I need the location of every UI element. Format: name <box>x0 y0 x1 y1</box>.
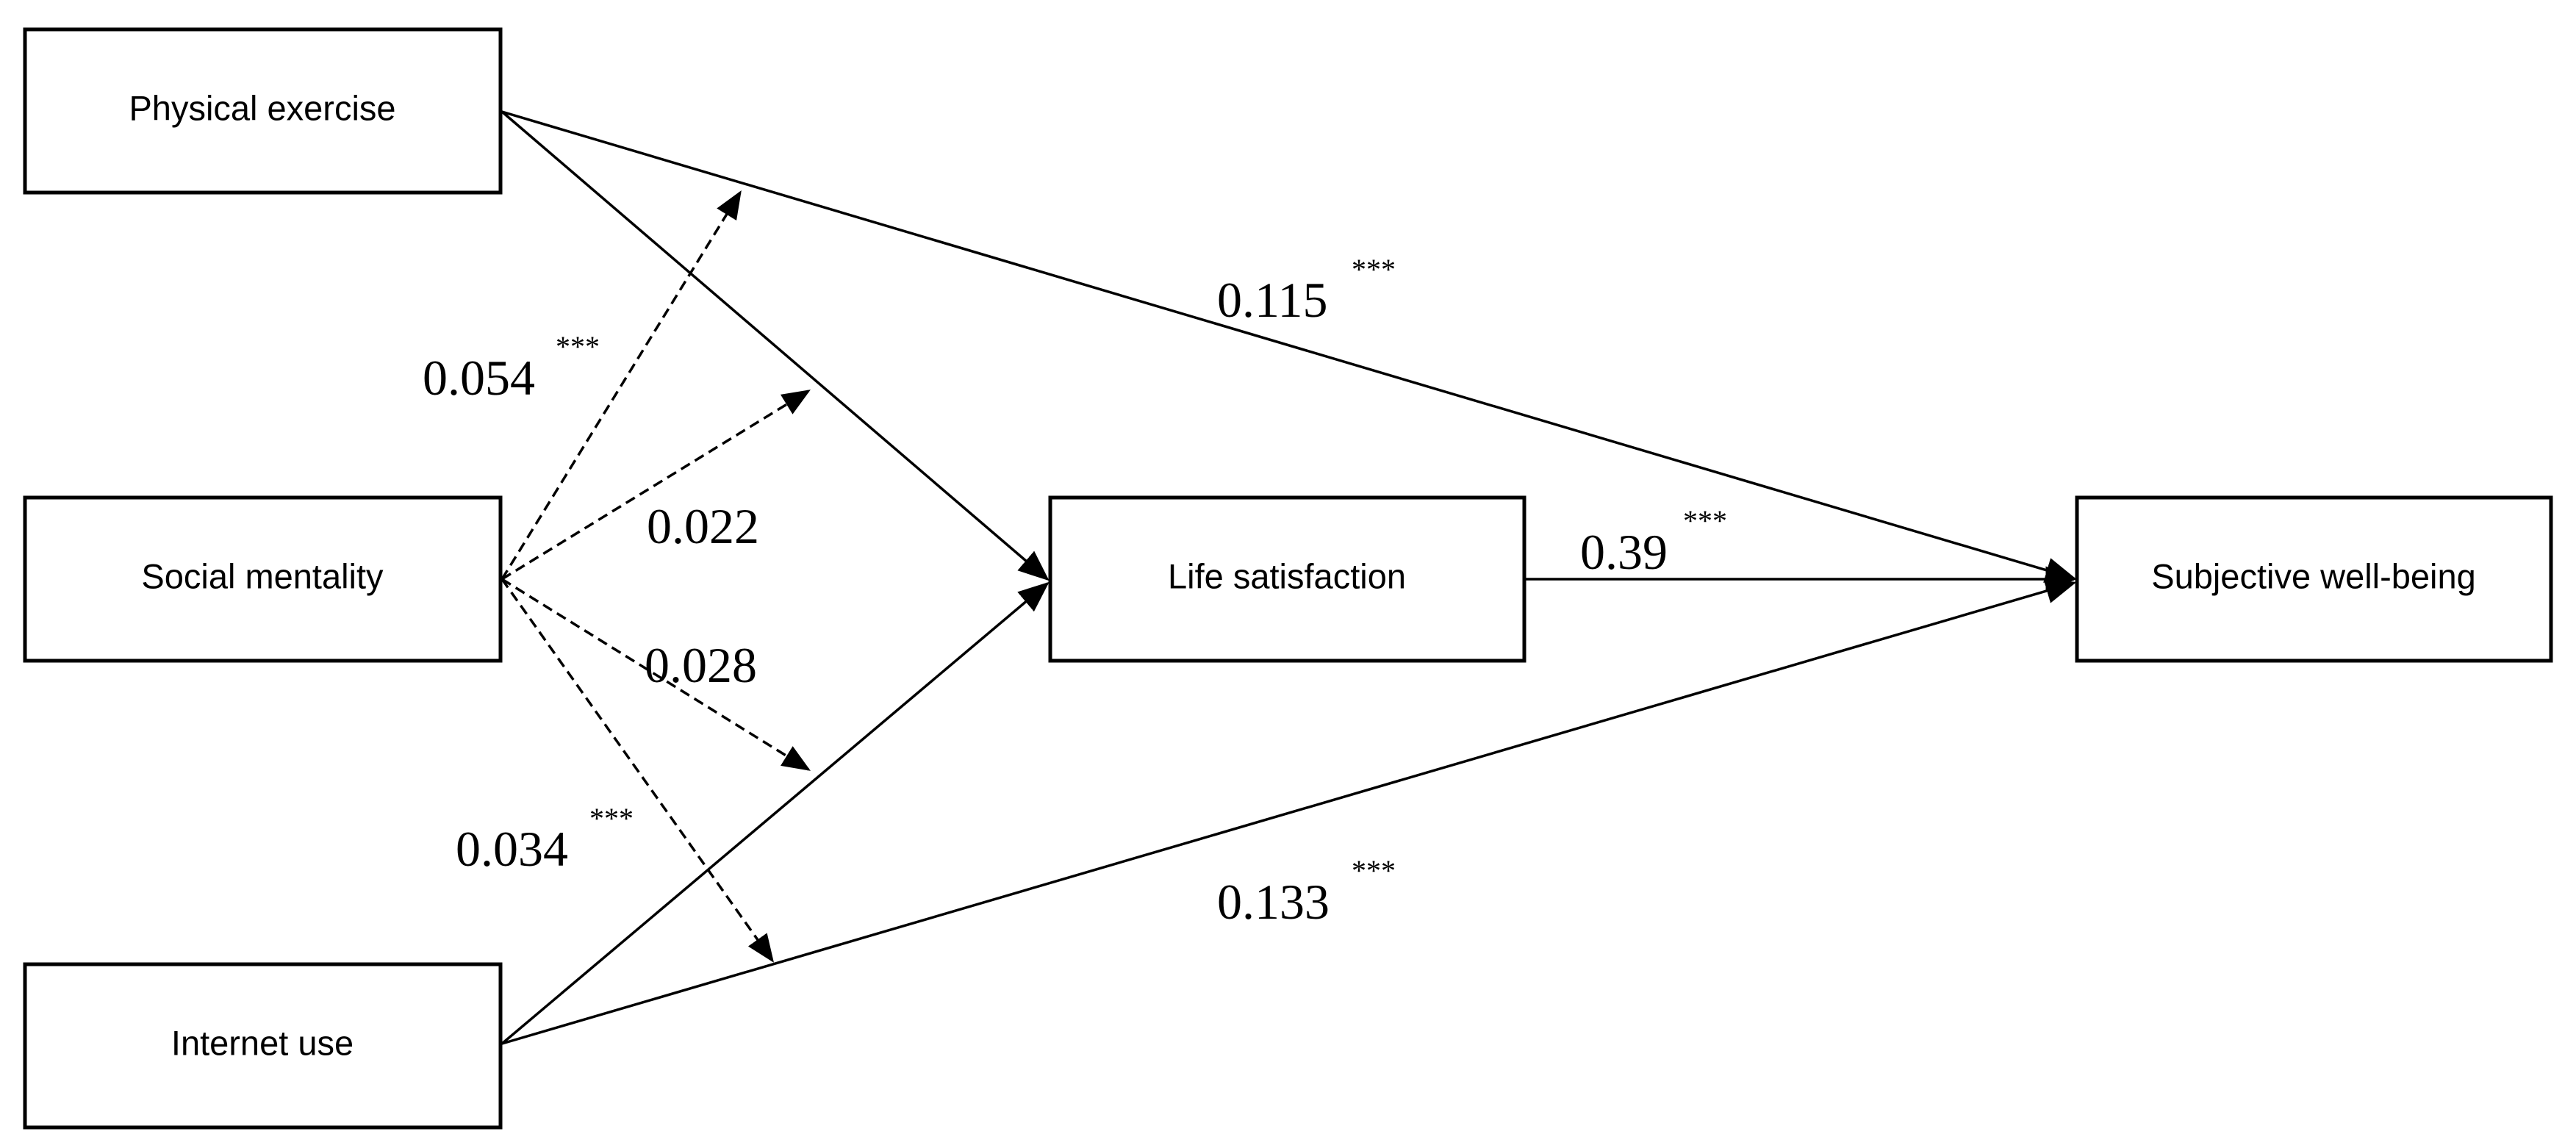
coef-physical-exercise-to-subjective-well-being: 0.115 <box>1217 272 1327 328</box>
path-internet-use-to-life-satisfaction <box>501 581 1050 1045</box>
coef-moderation-2: 0.022 <box>647 498 759 554</box>
coef-moderation-3: 0.028 <box>645 637 757 693</box>
node-life-satisfaction: Life satisfaction <box>1048 495 1526 663</box>
node-internet-use-label: Internet use <box>171 1023 354 1062</box>
sig-internet-use-to-subjective-well-being: *** <box>1352 854 1396 887</box>
coef-physical-exercise-to-life-satisfaction: 0.054 <box>423 350 535 406</box>
path-internet-use-to-subjective-well-being <box>501 578 2077 1045</box>
sig-physical-exercise-to-life-satisfaction: *** <box>556 330 600 363</box>
coef-internet-use-to-life-satisfaction: 0.034 <box>456 821 568 877</box>
node-social-mentality: Social mentality <box>23 495 503 663</box>
node-life-satisfaction-label: Life satisfaction <box>1168 556 1406 595</box>
moderation-path-3 <box>501 578 811 771</box>
path-physical-exercise-to-subjective-well-being <box>501 110 2077 583</box>
node-subjective-well-being: Subjective well-being <box>2075 495 2553 663</box>
node-internet-use: Internet use <box>23 962 503 1130</box>
sig-physical-exercise-to-subjective-well-being: *** <box>1352 253 1396 286</box>
moderation-path-4 <box>501 578 775 963</box>
moderation-path-2 <box>501 390 811 581</box>
node-subjective-well-being-label: Subjective well-being <box>2151 556 2476 595</box>
node-physical-exercise-label: Physical exercise <box>129 88 395 127</box>
moderation-path-1 <box>501 190 742 580</box>
node-social-mentality-label: Social mentality <box>141 556 384 595</box>
sig-life-satisfaction-to-subjective-well-being: *** <box>1683 504 1727 537</box>
coef-life-satisfaction-to-subjective-well-being: 0.39 <box>1580 524 1668 580</box>
sig-internet-use-to-life-satisfaction: *** <box>589 802 634 835</box>
coef-internet-use-to-subjective-well-being: 0.133 <box>1217 874 1330 930</box>
path-physical-exercise-to-life-satisfaction <box>501 110 1050 581</box>
node-physical-exercise: Physical exercise <box>23 27 503 195</box>
